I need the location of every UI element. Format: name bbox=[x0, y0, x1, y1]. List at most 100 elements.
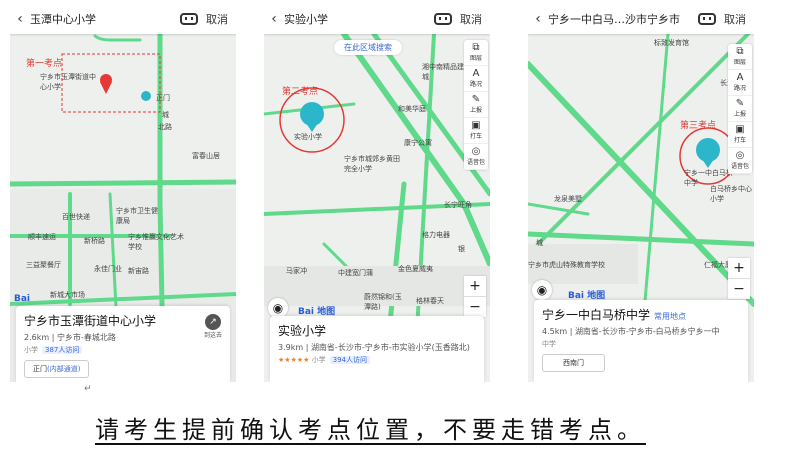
assistant-icon[interactable] bbox=[698, 13, 716, 25]
taxi-button[interactable]: ▣打车 bbox=[464, 118, 488, 144]
map-label: 金色夏威夷 bbox=[398, 265, 433, 273]
search-bar: ‹ 实验小学 取消 bbox=[264, 4, 490, 34]
caption-text: 请考生提前确认考点位置，不要走错考点。 bbox=[95, 416, 646, 444]
route-button[interactable]: ↗ 到这去 bbox=[204, 314, 222, 339]
cancel-button[interactable]: 取消 bbox=[724, 13, 746, 26]
locate-button[interactable]: ◉ bbox=[268, 298, 288, 318]
place-card[interactable]: 实验小学 3.9km | 湖南省-长沙市-宁乡市-市实验小学(玉香路北) ★★★… bbox=[270, 316, 484, 382]
zoom-control: + − bbox=[464, 276, 486, 317]
map-label: 蔚然锦和(玉潭路) bbox=[364, 293, 402, 311]
search-area-button[interactable]: 在此区域搜索 bbox=[334, 40, 402, 55]
exam-point-label: 第三考点 bbox=[680, 121, 717, 131]
map-label: 标致发育馆 bbox=[654, 39, 689, 47]
map-label: 新桥路 bbox=[84, 237, 105, 245]
back-arrow-icon[interactable]: ‹ bbox=[535, 11, 541, 27]
report-button[interactable]: ✎上报 bbox=[728, 96, 752, 122]
cancel-button[interactable]: 取消 bbox=[460, 13, 482, 26]
map-label: 和美华庭 bbox=[398, 105, 426, 113]
traffic-icon: A bbox=[736, 72, 744, 83]
search-query[interactable]: 实验小学 bbox=[284, 13, 328, 26]
traffic-icon: A bbox=[472, 68, 480, 79]
route-icon: ↗ bbox=[204, 314, 221, 330]
pin-label: 宁乡市玉潭街道中心小学 bbox=[40, 73, 96, 91]
search-query[interactable]: 玉潭中心小学 bbox=[30, 13, 96, 26]
map-label: 湘中南精品建材城 bbox=[422, 63, 471, 81]
visit-badge: 394人访问 bbox=[329, 356, 370, 364]
map-label: 宁乡市卫生健康局 bbox=[116, 207, 158, 225]
assistant-icon[interactable] bbox=[434, 13, 452, 25]
place-card[interactable]: 宁乡一中白马桥中学常用地点 4.5km | 湖南省-长沙市-宁乡市-白马桥乡宁乡… bbox=[534, 300, 748, 382]
back-arrow-icon[interactable]: ‹ bbox=[271, 11, 277, 27]
report-button[interactable]: ✎上报 bbox=[464, 92, 488, 118]
common-place-tag: 常用地点 bbox=[654, 312, 687, 321]
layers-icon: ⧉ bbox=[472, 42, 480, 53]
layers-button[interactable]: ⧉图层 bbox=[464, 40, 488, 66]
search-bar: ‹ 玉潭中心小学 取消 bbox=[10, 4, 236, 34]
report-icon: ✎ bbox=[735, 98, 745, 109]
taxi-button[interactable]: ▣打车 bbox=[728, 122, 752, 148]
layers-icon: ⧉ bbox=[736, 46, 744, 57]
map-label: 宁乡市虎山特殊教育学校 bbox=[528, 261, 605, 269]
locate-button[interactable]: ◉ bbox=[532, 280, 552, 300]
voice-pack-button[interactable]: ◎语音包 bbox=[728, 148, 752, 174]
zoom-in-button[interactable]: + bbox=[733, 260, 745, 276]
exam-point-label: 第二考点 bbox=[282, 87, 319, 97]
cancel-button[interactable]: 取消 bbox=[206, 13, 228, 26]
pin-label: 宁乡一中白马桥中学 bbox=[684, 169, 733, 187]
zoom-out-button[interactable]: − bbox=[728, 278, 750, 299]
map-label: 城 bbox=[536, 239, 543, 247]
baidu-logo: Bai 地图 bbox=[568, 291, 606, 301]
layers-button[interactable]: ⧉图层 bbox=[728, 44, 752, 70]
map-label: 百世快递 bbox=[62, 213, 90, 221]
search-bar: ‹ 宁乡一中白马…沙市宁乡市 取消 bbox=[528, 4, 754, 34]
map-label: 新宙路 bbox=[128, 267, 149, 275]
place-title: 宁乡一中白马桥中学常用地点 bbox=[542, 308, 687, 322]
place-title: 实验小学 bbox=[278, 324, 327, 338]
map-label: 银 bbox=[458, 245, 465, 253]
voice-pack-button[interactable]: ◎语音包 bbox=[464, 144, 488, 170]
voice-pack-icon: ◎ bbox=[471, 146, 481, 157]
visit-badge: 387人访问 bbox=[42, 346, 83, 354]
map-label: 北路 bbox=[158, 123, 172, 131]
map-label: 格力电器 bbox=[422, 231, 450, 239]
report-icon: ✎ bbox=[471, 94, 481, 105]
search-query[interactable]: 宁乡一中白马…沙市宁乡市 bbox=[548, 13, 680, 26]
locate-icon: ◉ bbox=[272, 301, 284, 315]
map-label: 三益聚餐厅 bbox=[26, 261, 61, 269]
map-label: 宁乡市城郊乡黄田完全小学 bbox=[344, 155, 400, 173]
pin-label: 实验小学 bbox=[294, 133, 322, 141]
rating-stars: ★★★★★ bbox=[278, 356, 310, 364]
gate-button[interactable]: 正门(内部通道) bbox=[24, 360, 90, 378]
map-label: 长宁旺角 bbox=[444, 201, 472, 209]
gate-button[interactable]: 西南门 bbox=[542, 354, 605, 372]
map-label: 宁乡惟赢文化艺术学校 bbox=[128, 233, 184, 251]
place-address: 2.6km | 宁乡市-春城北路 bbox=[24, 333, 116, 342]
back-arrow-icon[interactable]: ‹ bbox=[17, 11, 23, 27]
map-label: 城 bbox=[162, 111, 169, 119]
taxi-icon: ▣ bbox=[735, 124, 745, 135]
map-label: 白马桥乡中心小学 bbox=[710, 185, 752, 203]
map-label: 顺丰速运 bbox=[28, 233, 56, 241]
zoom-in-button[interactable]: + bbox=[469, 278, 481, 294]
assistant-icon[interactable] bbox=[180, 13, 198, 25]
map-panel-2: 在此区域搜索 第二考点 实验小学 湘中南精品建材城 和美华庭 康宁公寓 宁乡市城… bbox=[264, 4, 490, 382]
map-label: 仁福大厦 bbox=[704, 261, 732, 269]
place-address: 3.9km | 湖南省-长沙市-宁乡市-市实验小学(玉香路北) bbox=[278, 343, 470, 352]
return-mark: ↵ bbox=[84, 384, 92, 394]
exam-point-label: 第一考点 bbox=[26, 59, 63, 69]
baidu-logo: Bai bbox=[14, 294, 31, 304]
map-panel-3: 第三考点 宁乡一中白马桥中学 标致发育馆 长沙乐 龙泉美墅 白马桥乡中心小学 宁… bbox=[528, 4, 754, 382]
zoom-out-button[interactable]: − bbox=[464, 296, 486, 317]
place-title: 宁乡市玉潭街道中心小学 bbox=[24, 314, 157, 328]
map-label: 龙泉美墅 bbox=[554, 195, 582, 203]
map-label: 康宁公寓 bbox=[404, 139, 432, 147]
map-label: 正门 bbox=[156, 94, 170, 102]
place-type: 中学 bbox=[542, 340, 556, 348]
map-label: 新城大市场 bbox=[50, 291, 85, 299]
locate-icon: ◉ bbox=[536, 283, 548, 297]
